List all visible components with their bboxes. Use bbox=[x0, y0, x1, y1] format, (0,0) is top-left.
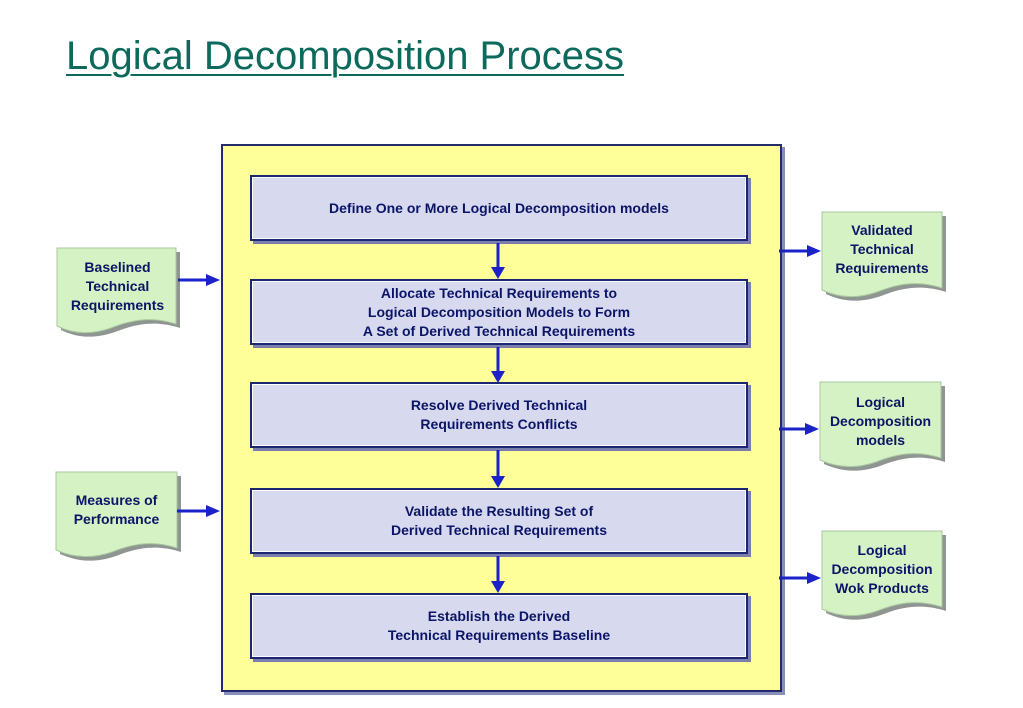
document-shape bbox=[821, 530, 946, 620]
output-arrow-3 bbox=[779, 572, 821, 584]
step-label: Validate the Resulting Set of Derived Te… bbox=[390, 503, 608, 538]
step-define-models: Define One or More Logical Decomposition… bbox=[250, 175, 748, 241]
step-establish-baseline: Establish the Derived Technical Requirem… bbox=[250, 593, 748, 659]
output-logical-decomposition-models: Logical Decomposition models bbox=[819, 381, 945, 474]
document-shape bbox=[819, 381, 945, 471]
input-arrow-1 bbox=[178, 274, 220, 286]
document-shape bbox=[56, 247, 180, 337]
output-arrow-2 bbox=[779, 423, 819, 435]
document-shape bbox=[821, 211, 946, 301]
document-label: Validated Technical Requirements bbox=[835, 222, 929, 276]
output-validated-requirements: Validated Technical Requirements bbox=[821, 211, 946, 304]
step-label: Define One or More Logical Decomposition… bbox=[329, 199, 669, 216]
step-resolve-conflicts: Resolve Derived Technical Requirements C… bbox=[250, 382, 748, 448]
step-label: Allocate Technical Requirements to Logic… bbox=[362, 284, 636, 339]
document-label: Measures of Performance bbox=[73, 492, 160, 527]
input-arrow-2 bbox=[177, 505, 220, 517]
document-label: Logical Decomposition Wok Products bbox=[831, 542, 933, 596]
step-label: Resolve Derived Technical Requirements C… bbox=[410, 397, 588, 432]
output-logical-decomposition-work-products: Logical Decomposition Wok Products bbox=[821, 530, 946, 623]
step-allocate-requirements: Allocate Technical Requirements to Logic… bbox=[250, 279, 748, 345]
page-title: Logical Decomposition Process bbox=[66, 34, 625, 78]
document-label: Logical Decomposition models bbox=[829, 394, 932, 448]
document-shape bbox=[55, 471, 181, 561]
output-arrow-1 bbox=[779, 245, 821, 257]
down-arrow-1 bbox=[491, 243, 505, 279]
step-label: Establish the Derived Technical Requirem… bbox=[387, 608, 611, 643]
input-baselined-requirements: Baselined Technical Requirements bbox=[56, 247, 180, 340]
down-arrow-2 bbox=[491, 347, 505, 383]
input-measures-of-performance: Measures of Performance bbox=[55, 471, 181, 564]
down-arrow-3 bbox=[491, 450, 505, 488]
document-label: Baselined Technical Requirements bbox=[70, 259, 165, 313]
step-validate-set: Validate the Resulting Set of Derived Te… bbox=[250, 488, 748, 554]
down-arrow-4 bbox=[491, 556, 505, 593]
